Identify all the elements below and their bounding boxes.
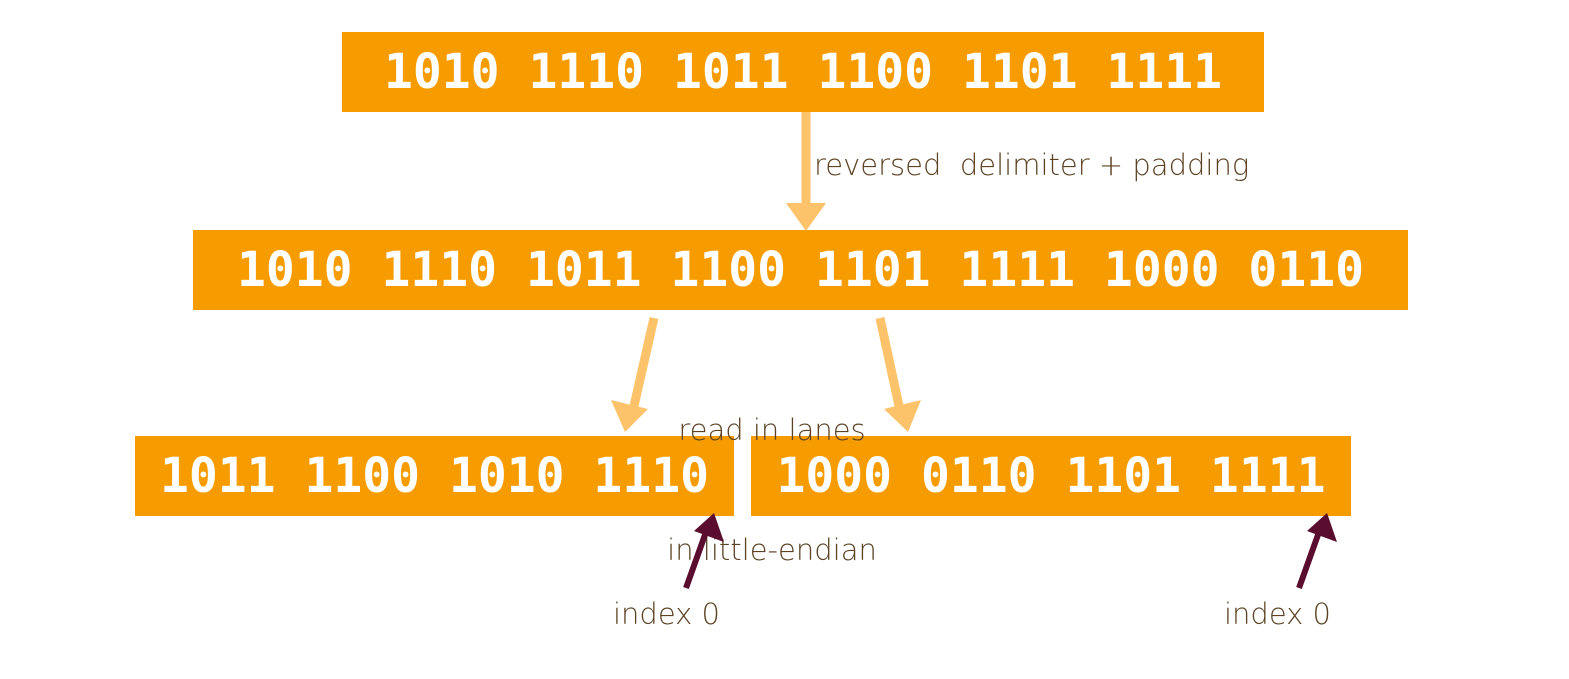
flow-arrow-left-lane-icon — [611, 317, 659, 432]
read-lanes-label-line1: read in lanes — [678, 413, 866, 447]
index-right-label: index 0 — [1224, 597, 1332, 631]
lane-left-box: 1011 1100 1010 1110 — [135, 436, 734, 516]
input-bits-box: 1010 1110 1011 1100 1101 1111 — [342, 32, 1264, 112]
read-lanes-label-line2: in little-endian — [667, 533, 877, 567]
padded-bits-box: 1010 1110 1011 1100 1101 1111 1000 0110 — [193, 230, 1408, 310]
reversed-padding-label: reversed delimiter + padding — [814, 148, 1250, 182]
flow-arrow-right-lane-icon — [875, 317, 921, 432]
index-arrow-right-icon — [1296, 513, 1337, 590]
index-left-label: index 0 — [613, 597, 721, 631]
read-lanes-label: read in lanes in little-endian — [662, 330, 882, 610]
lane-right-box: 1000 0110 1101 1111 — [751, 436, 1351, 516]
